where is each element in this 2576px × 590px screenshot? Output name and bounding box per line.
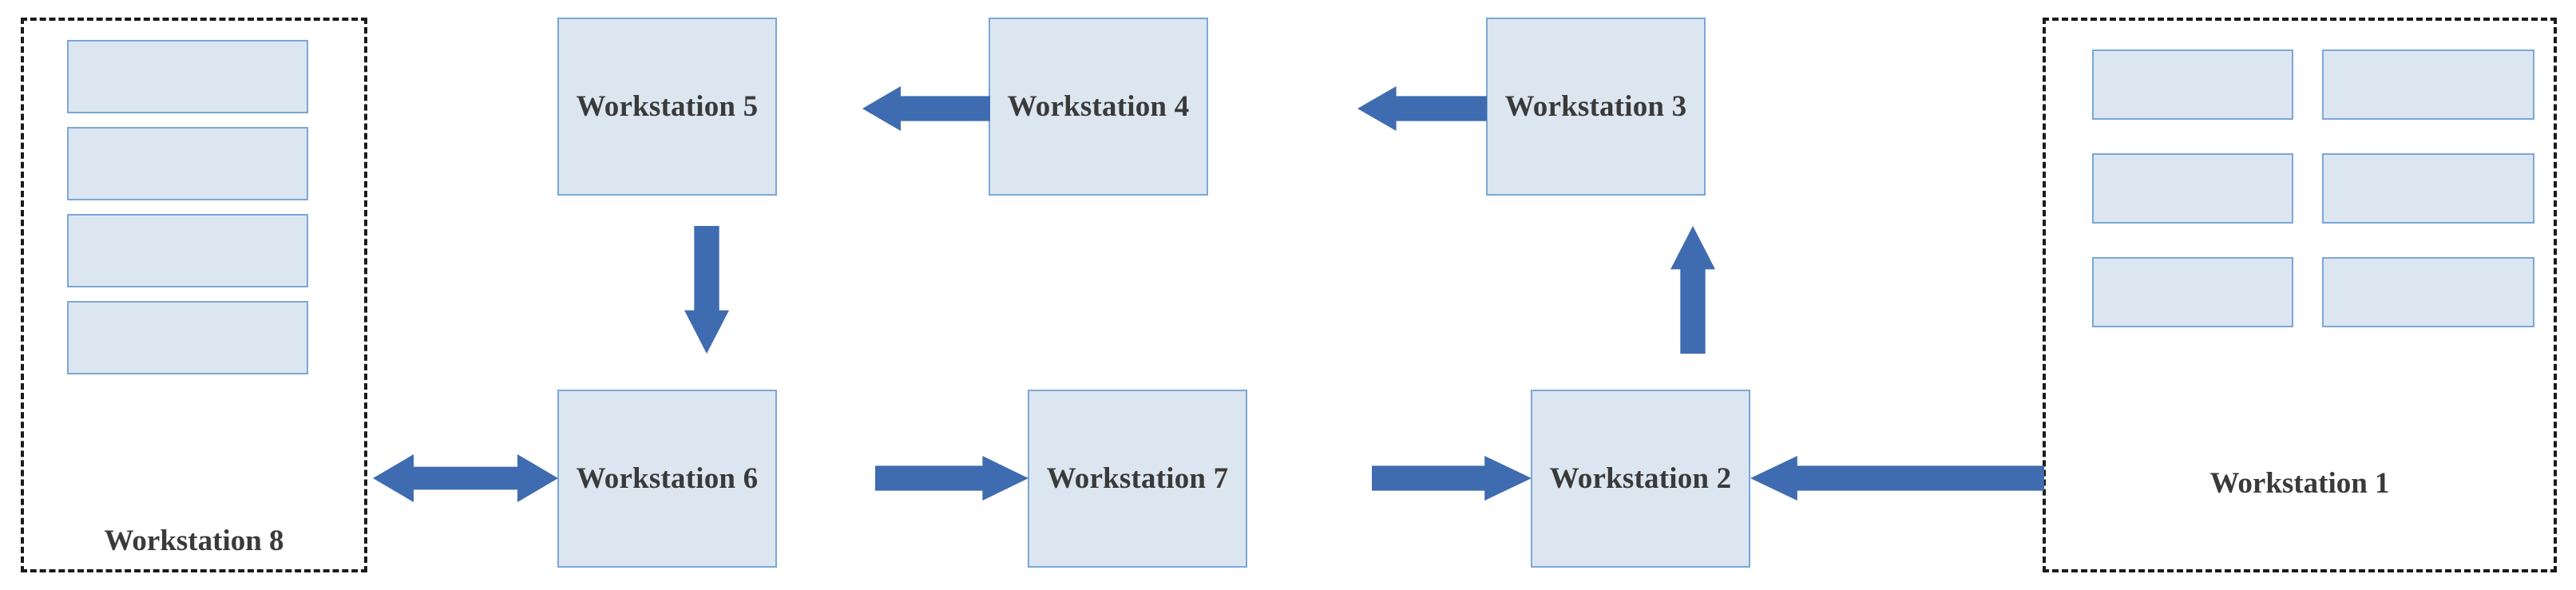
workstation-node-ws2[interactable]: Workstation 2: [1531, 390, 1750, 568]
workstation-node-ws6[interactable]: Workstation 6: [557, 390, 777, 568]
workstation-node-label: Workstation 2: [1549, 462, 1732, 495]
workstation-node-label: Workstation 5: [576, 90, 759, 123]
workstation-node-ws4[interactable]: Workstation 4: [989, 18, 1208, 196]
flow-arrow-ws5-to-ws6: [684, 226, 729, 354]
flow-arrow-ws2-to-ws3: [1670, 226, 1715, 354]
workstation-slot[interactable]: [2092, 49, 2293, 120]
workstation-node-ws5[interactable]: Workstation 5: [557, 18, 777, 196]
workstation-node-label: Workstation 6: [576, 462, 759, 495]
flow-arrow-ws8-to-ws6: [373, 454, 558, 502]
workstation-node-ws3[interactable]: Workstation 3: [1486, 18, 1706, 196]
flow-arrow-ws3-to-ws4: [1357, 86, 1487, 131]
workstation-slot[interactable]: [67, 127, 308, 200]
flow-arrow-ws4-to-ws5: [862, 86, 990, 131]
workstation-slot[interactable]: [2092, 153, 2293, 224]
workstation-group-label: Workstation 8: [104, 525, 284, 557]
flow-arrow-ws7-to-ws2: [1372, 456, 1532, 501]
workstation-slot[interactable]: [67, 40, 308, 113]
workstation-slot[interactable]: [2322, 257, 2534, 327]
workstation-node-label: Workstation 4: [1007, 90, 1190, 123]
workstation-slot[interactable]: [67, 214, 308, 287]
workstation-node-label: Workstation 3: [1504, 90, 1687, 123]
workstation-node-label: Workstation 7: [1046, 462, 1229, 495]
workstation-slot[interactable]: [67, 301, 308, 374]
workstation-group-ws1[interactable]: Workstation 1: [2043, 18, 2557, 572]
flow-arrow-ws1-to-ws2: [1750, 456, 2044, 501]
workstation-group-ws8[interactable]: Workstation 8: [21, 18, 367, 572]
workstation-node-ws7[interactable]: Workstation 7: [1028, 390, 1247, 568]
workstation-slot[interactable]: [2322, 153, 2534, 224]
workstation-slot[interactable]: [2322, 49, 2534, 120]
flow-arrow-ws6-to-ws7: [875, 456, 1028, 501]
workstation-slot[interactable]: [2092, 257, 2293, 327]
workstation-group-label: Workstation 1: [2209, 467, 2390, 500]
